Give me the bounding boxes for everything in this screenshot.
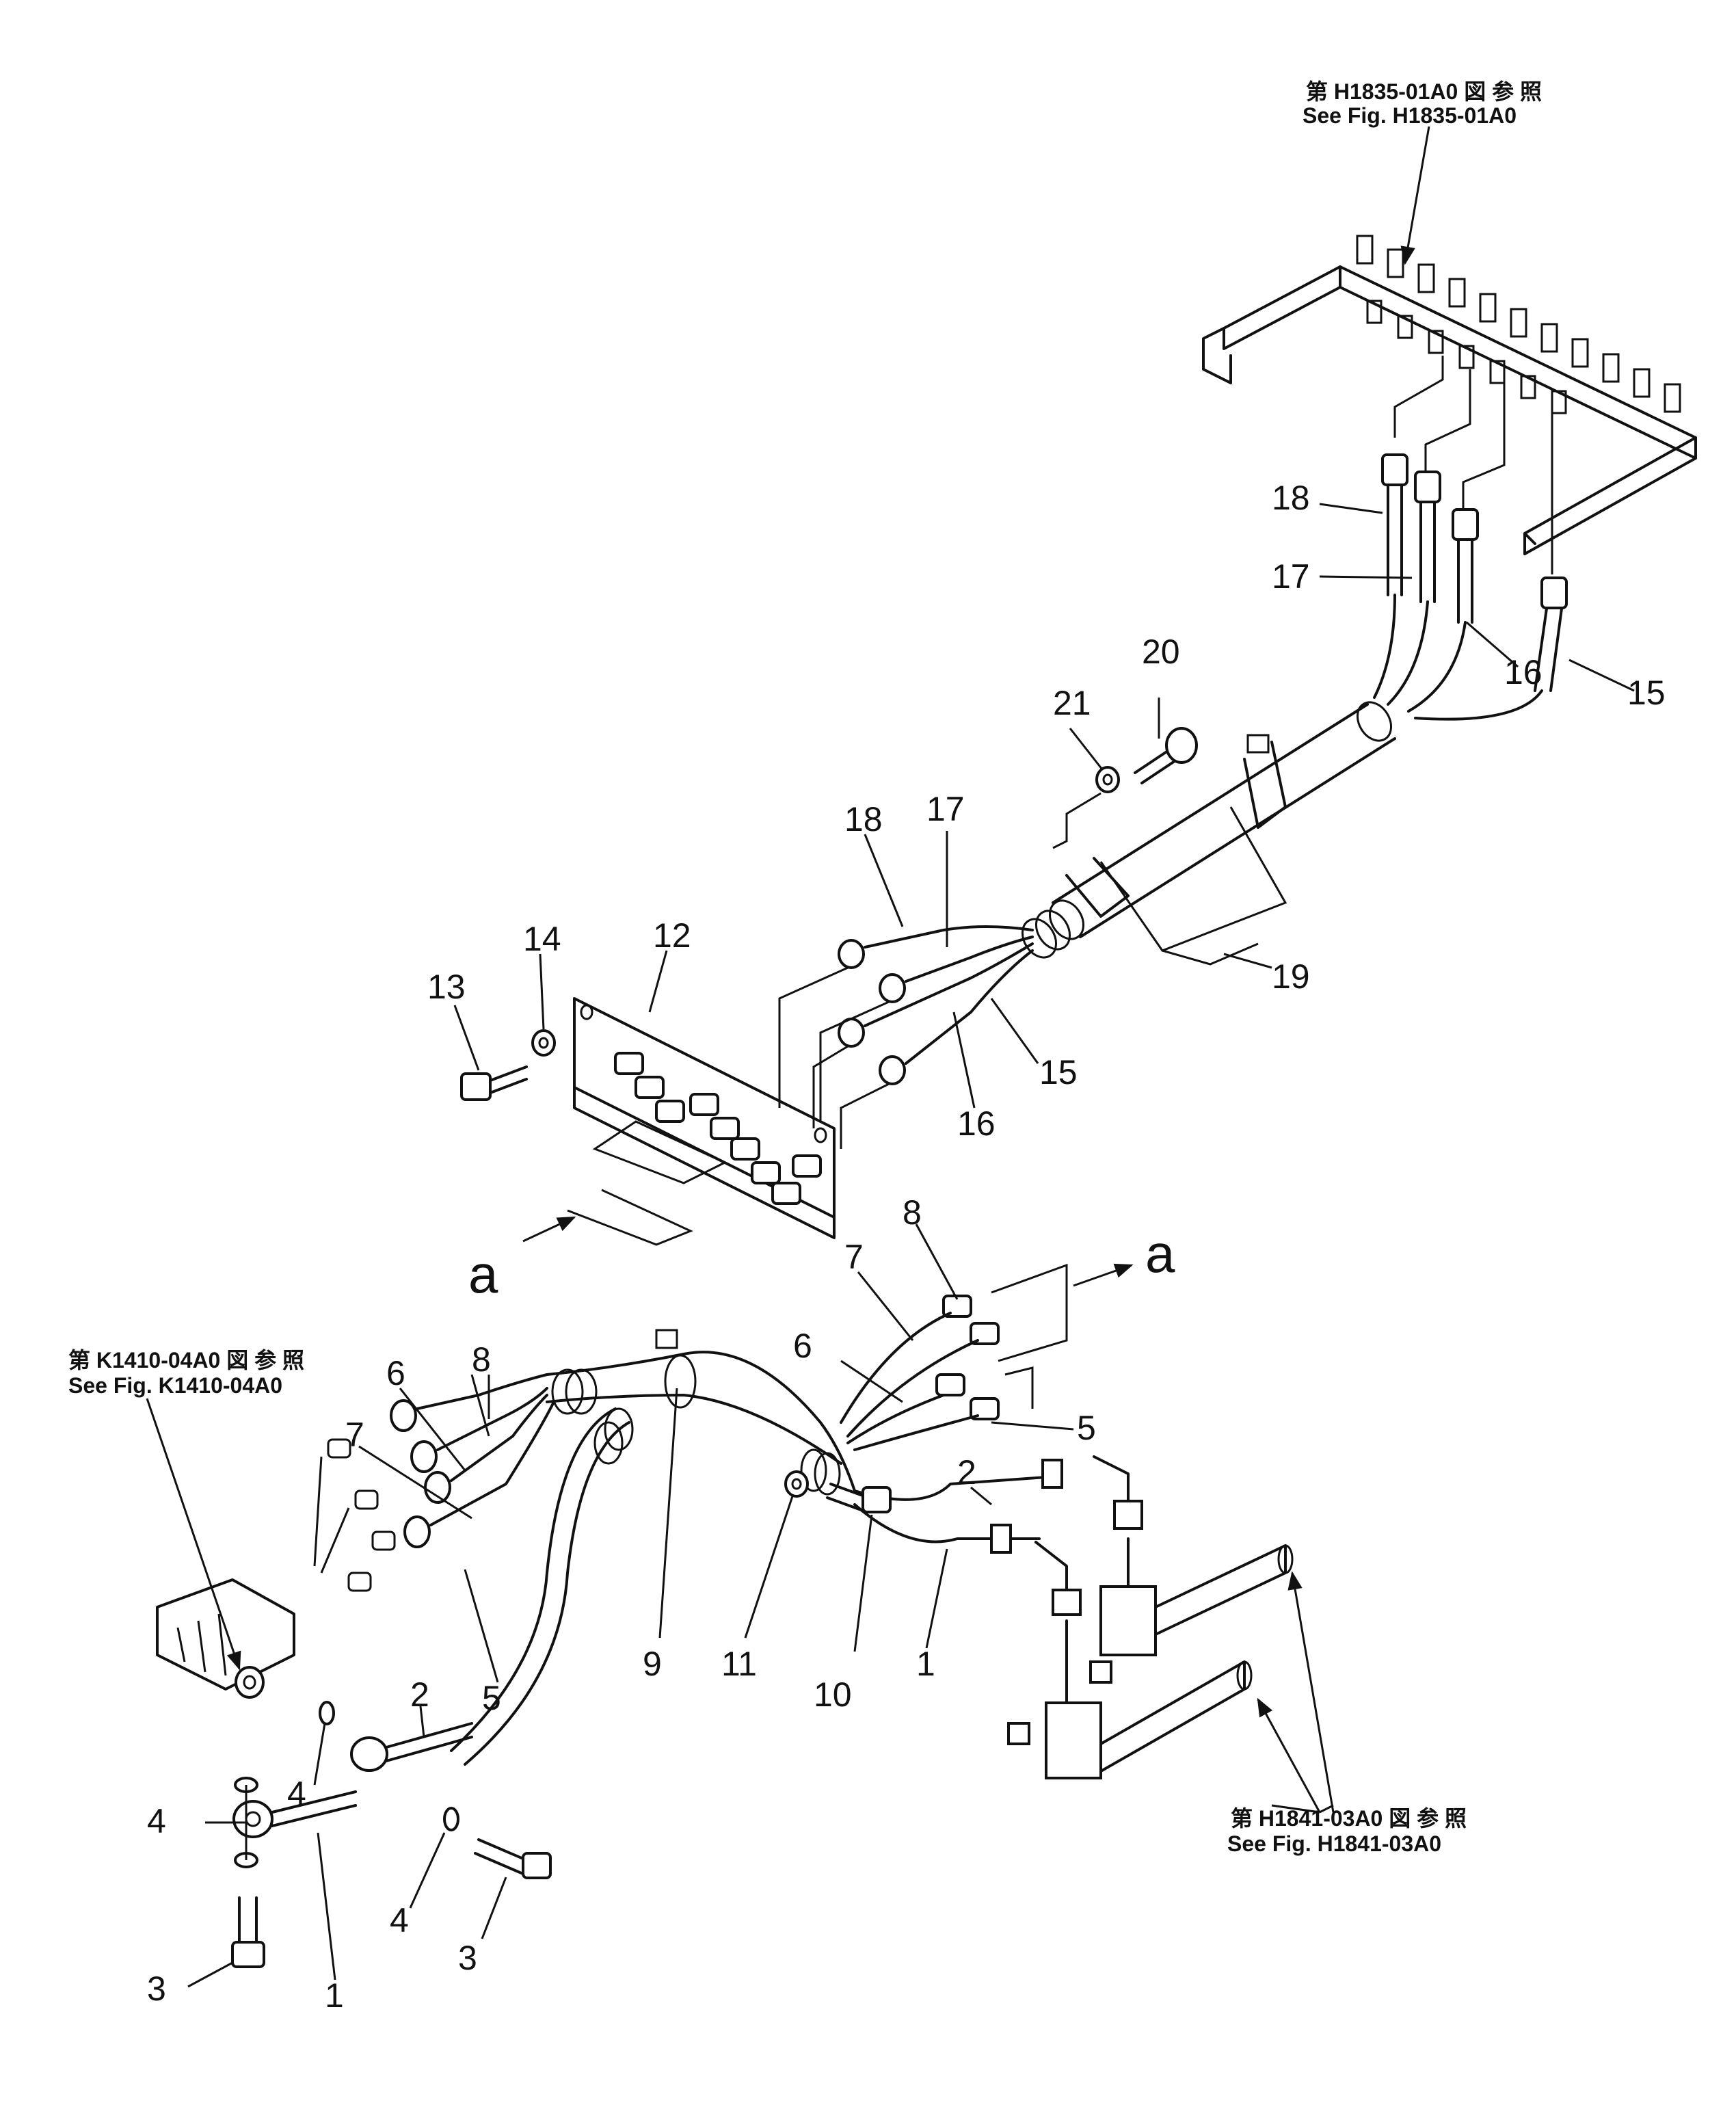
callout-16-top: 16 <box>1504 653 1543 691</box>
callout-17-mid: 17 <box>926 790 965 828</box>
view-marker-a-right: a <box>1145 1223 1175 1284</box>
callout-12: 12 <box>653 916 691 955</box>
o-rings-4 <box>234 1701 459 1868</box>
relief-valves <box>1007 1537 1294 1779</box>
callout-19: 19 <box>1272 957 1310 996</box>
elbow-fittings <box>1034 1455 1143 1616</box>
washer-14 <box>531 1029 556 1057</box>
banjo-fitting-2 <box>350 1722 473 1772</box>
banjo-fitting-1 <box>232 1790 357 1838</box>
callout-3-right: 3 <box>458 1939 477 1977</box>
callout-18-top: 18 <box>1272 479 1310 517</box>
washer-21 <box>1095 766 1120 793</box>
leader-lines <box>146 126 1635 1988</box>
view-arrow-a-right <box>1073 1263 1134 1287</box>
manifold-bracket <box>1202 235 1697 574</box>
callout-15-top: 15 <box>1627 674 1666 712</box>
callout-6-left: 6 <box>386 1354 405 1392</box>
ref-top-line2: See Fig. H1835-01A0 <box>1303 103 1517 128</box>
callout-13: 13 <box>427 968 466 1006</box>
callout-21: 21 <box>1053 684 1091 722</box>
callout-4-upper: 4 <box>287 1775 306 1813</box>
hose-sleeve <box>1021 701 1396 966</box>
washer-11 <box>784 1470 809 1498</box>
view-marker-a-left: a <box>468 1244 498 1304</box>
ref-left-line2: See Fig. K1410-04A0 <box>68 1373 282 1398</box>
callout-4-left: 4 <box>147 1802 166 1840</box>
callout-7-right: 7 <box>844 1238 864 1276</box>
bolt-3-lower <box>231 1896 265 1968</box>
callout-2-left: 2 <box>410 1675 429 1714</box>
left-hoses <box>313 1373 555 1592</box>
plate-12 <box>567 997 836 1246</box>
callout-5-right: 5 <box>1077 1409 1096 1447</box>
callout-15-mid: 15 <box>1039 1053 1078 1091</box>
callout-18-mid: 18 <box>844 800 883 838</box>
callout-1-left: 1 <box>325 1976 344 2015</box>
callout-9: 9 <box>643 1645 662 1683</box>
callout-2-right: 2 <box>957 1453 976 1492</box>
callout-4-lower: 4 <box>390 1901 409 1939</box>
callout-20: 20 <box>1142 633 1180 671</box>
callout-17-top: 17 <box>1272 557 1310 596</box>
callout-6-right: 6 <box>793 1327 812 1365</box>
ref-bottom-line1: 第 H1841-03A0 図 参 照 <box>1231 1806 1467 1831</box>
valve-block <box>156 1578 295 1699</box>
bolt-10 <box>826 1483 892 1513</box>
bolt-3-right <box>474 1838 552 1879</box>
callout-5-left: 5 <box>482 1679 501 1717</box>
ref-bottom-line2: See Fig. H1841-03A0 <box>1227 1831 1441 1856</box>
callout-11: 11 <box>721 1645 757 1683</box>
lower-bundle <box>450 1329 856 1766</box>
callout-8-left: 8 <box>472 1340 491 1379</box>
callout-8-right: 8 <box>903 1193 922 1232</box>
callout-16-mid: 16 <box>957 1104 996 1143</box>
callout-3-left: 3 <box>147 1970 166 2008</box>
callout-1-right: 1 <box>916 1645 935 1683</box>
bolt-13 <box>460 1065 528 1101</box>
view-arrow-a-left <box>522 1216 576 1243</box>
bolt-20 <box>1134 727 1198 784</box>
callout-7-left: 7 <box>345 1416 364 1454</box>
upper-hoses <box>1373 453 1568 721</box>
ref-left-line1: 第 K1410-04A0 図 参 照 <box>68 1348 304 1373</box>
callout-10: 10 <box>814 1675 852 1714</box>
callout-14: 14 <box>523 920 561 958</box>
ref-top-line1: 第 H1835-01A0 図 参 照 <box>1306 79 1542 104</box>
